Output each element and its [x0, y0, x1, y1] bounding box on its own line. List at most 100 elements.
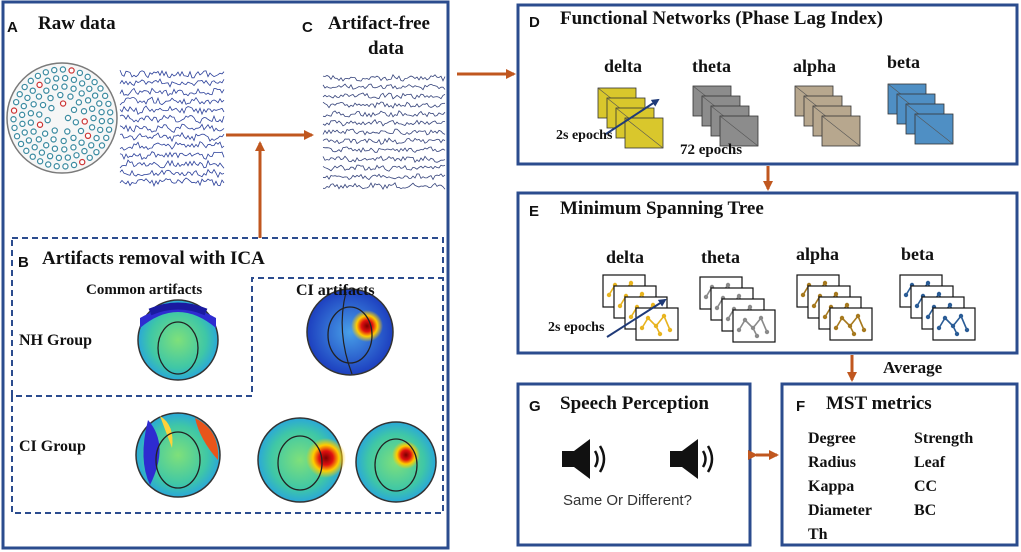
electrode-dot	[10, 107, 18, 114]
electrode-dot	[17, 140, 25, 148]
metrics-left-list: Degree Radius Kappa Diameter Th	[808, 427, 872, 547]
d-epochs-72: 72 epochs	[680, 142, 743, 158]
eeg-trace	[119, 78, 225, 88]
electrode-dot	[57, 91, 64, 99]
mst-node	[725, 282, 731, 288]
mst-edge	[857, 315, 865, 331]
mst-node	[736, 327, 742, 333]
electrode-dot	[35, 136, 43, 143]
electrode-dot	[76, 69, 84, 77]
electrode-dot	[64, 128, 71, 135]
eeg-trace	[322, 119, 446, 127]
electrode-dot	[52, 75, 60, 82]
mst-node	[942, 315, 948, 321]
electrode-dot	[64, 114, 72, 122]
electrode-dot	[64, 154, 72, 161]
mst-node	[639, 325, 645, 331]
electrode-dot	[51, 145, 59, 152]
electrode-dot	[101, 92, 109, 100]
electrode-dot	[79, 158, 86, 166]
mst-node	[667, 327, 673, 333]
mst-node	[758, 315, 764, 321]
mst-node	[639, 291, 645, 297]
mst-node	[628, 314, 634, 320]
speaker-icon	[670, 439, 714, 479]
mst-node	[645, 315, 651, 321]
electrode-dot	[44, 77, 51, 84]
raw-eeg-traces	[118, 68, 226, 192]
electrode-dot	[106, 109, 114, 116]
electrode-cap-image	[6, 62, 118, 174]
electrode-dot	[88, 124, 96, 131]
metric-item: Kappa	[808, 478, 855, 495]
electrode-dot	[51, 66, 58, 74]
mst-node	[653, 323, 659, 329]
panel-letter-c: C	[302, 19, 313, 36]
eeg-trace	[322, 101, 446, 109]
electrode-dot	[96, 126, 104, 134]
electrode-dot	[91, 78, 98, 86]
eeg-trace	[119, 151, 225, 161]
d-band-alpha: alpha	[793, 56, 837, 76]
mst-edge	[663, 315, 671, 331]
panel-b-frame	[11, 237, 444, 514]
ci-group-label: CI Group	[19, 438, 86, 455]
electrode-dot	[16, 91, 23, 98]
eeg-trace	[322, 164, 446, 172]
speaker-icon	[562, 439, 606, 479]
panel-letter-e: E	[529, 203, 540, 220]
electrode-dot	[96, 100, 103, 107]
eeg-trace	[322, 137, 446, 145]
mst-node	[661, 313, 667, 319]
electrode-dot	[55, 154, 63, 162]
electrode-dot	[29, 87, 36, 94]
electrode-dot	[72, 119, 80, 126]
mst-node	[750, 325, 756, 331]
mst-node	[754, 333, 760, 339]
electrode-dot	[36, 81, 43, 89]
mst-stacks	[602, 274, 976, 343]
mst-node	[903, 292, 909, 298]
electrode-dot	[30, 101, 37, 108]
e-band-theta: theta	[701, 247, 740, 267]
mst-node	[914, 303, 920, 309]
panel-d-frame	[516, 3, 1019, 166]
panel-g-frame	[516, 382, 752, 547]
clean-eeg-traces	[322, 74, 446, 190]
plv-matrix-stacks	[597, 83, 954, 149]
mst-node	[833, 291, 839, 297]
mst-node	[736, 293, 742, 299]
electrode-dot	[36, 158, 44, 165]
e-band-delta: delta	[606, 247, 644, 267]
electrode-dot	[51, 127, 58, 134]
electrode-dot	[86, 154, 93, 161]
eeg-trace	[119, 159, 225, 169]
electrode-dot	[35, 93, 43, 100]
electrode-dot	[13, 133, 21, 140]
eeg-trace	[322, 146, 446, 153]
speech-question: Same Or Different?	[563, 492, 692, 509]
eeg-trace	[322, 74, 446, 82]
mst-node	[822, 314, 828, 320]
electrode-dot	[103, 134, 110, 142]
common-artifacts-label: Common artifacts	[86, 282, 203, 298]
electrode-dot	[84, 97, 92, 104]
eeg-trace	[322, 173, 446, 181]
electrode-dot	[31, 144, 38, 151]
electrode-dot	[62, 163, 69, 170]
eeg-trace	[322, 155, 446, 163]
eeg-trace	[119, 168, 225, 179]
mst-edge	[760, 317, 768, 333]
electrode-dot	[78, 139, 85, 146]
electrode-dot	[98, 117, 106, 125]
electrode-dot	[88, 142, 95, 149]
eeg-trace	[119, 177, 225, 188]
electrode-dot	[70, 76, 78, 84]
electrode-dot	[25, 137, 33, 144]
electrode-dot	[88, 105, 96, 112]
panel-title-e: Minimum Spanning Tree	[560, 198, 764, 219]
eeg-trace	[119, 96, 225, 106]
eeg-trace	[322, 92, 446, 100]
mst-node	[954, 331, 960, 337]
electrode-dot	[75, 99, 83, 106]
